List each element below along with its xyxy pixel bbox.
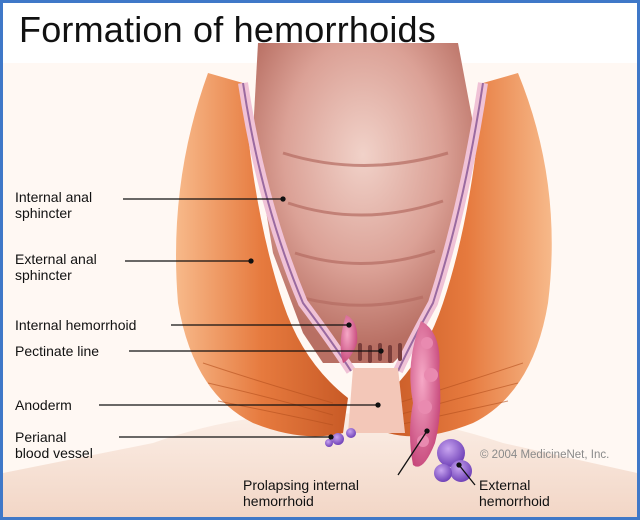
label-perianal-blood-vessel: Perianal blood vessel	[15, 429, 93, 461]
label-prolapsing-internal-hemorrhoid: Prolapsing internal hemorrhoid	[243, 477, 359, 509]
label-external-anal-sphincter: External anal sphincter	[15, 251, 97, 283]
label-internal-hemorrhoid: Internal hemorrhoid	[15, 317, 136, 333]
label-pectinate-line: Pectinate line	[15, 343, 99, 359]
label-external-hemorrhoid: External hemorrhoid	[479, 477, 550, 509]
anoderm	[348, 368, 405, 433]
copyright-notice: © 2004 MedicineNet, Inc.	[480, 449, 609, 461]
label-anoderm: Anoderm	[15, 397, 72, 413]
label-internal-anal-sphincter: Internal anal sphincter	[15, 189, 92, 221]
anatomy-illustration	[3, 3, 637, 517]
page-title: Formation of hemorrhoids	[19, 9, 436, 51]
